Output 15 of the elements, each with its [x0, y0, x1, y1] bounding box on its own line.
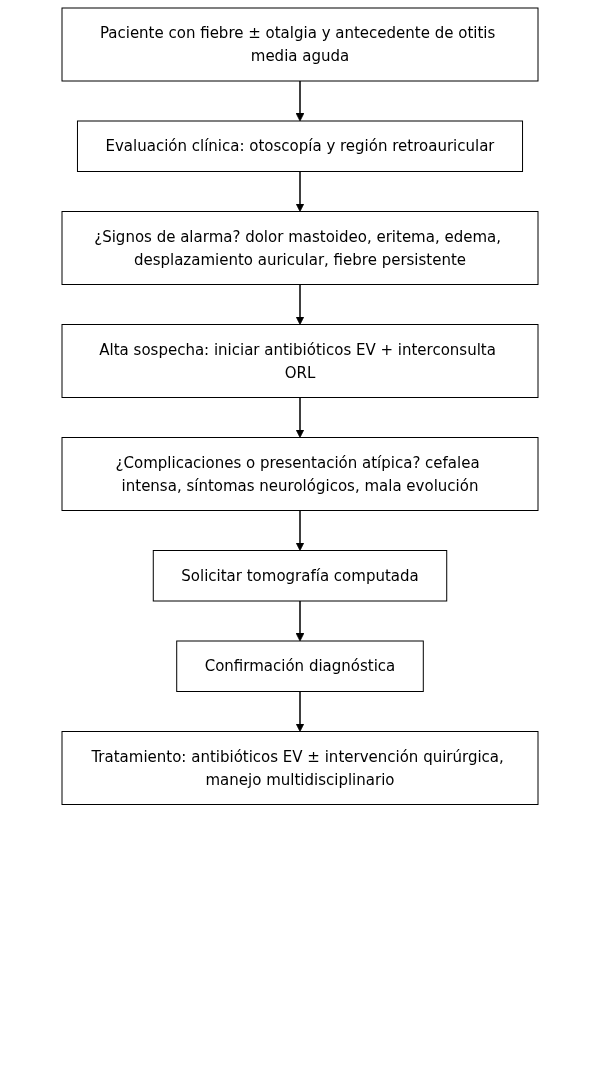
- node-box: Tratamiento: antibióticos EV ± intervención quirúrgica, manejo multidisciplinario: [61, 731, 539, 805]
- node-box: ¿Complicaciones o presentación atípica? cefalea intensa, síntomas neurológicos, mala evolución: [61, 437, 539, 511]
- arrow: [295, 396, 305, 438]
- arrow: [295, 600, 305, 642]
- node-box: Confirmación diagnóstica: [176, 640, 424, 692]
- arrow: [295, 80, 305, 122]
- arrow: [295, 283, 305, 325]
- node-box: Alta sospecha: iniciar antibióticos EV + interconsulta ORL: [61, 324, 539, 398]
- node-box: Solicitar tomografía computada: [152, 550, 448, 602]
- arrow: [295, 170, 305, 212]
- arrow: [295, 509, 305, 551]
- node-box: ¿Signos de alarma? dolor mastoideo, eritema, edema, desplazamiento auricular, fiebre persistente: [61, 211, 539, 285]
- node-box: Paciente con fiebre ± otalgia y antecedente de otitis media aguda: [61, 7, 539, 82]
- arrow: [295, 690, 305, 732]
- node-box: Evaluación clínica: otoscopía y región retroauricular: [76, 120, 524, 172]
